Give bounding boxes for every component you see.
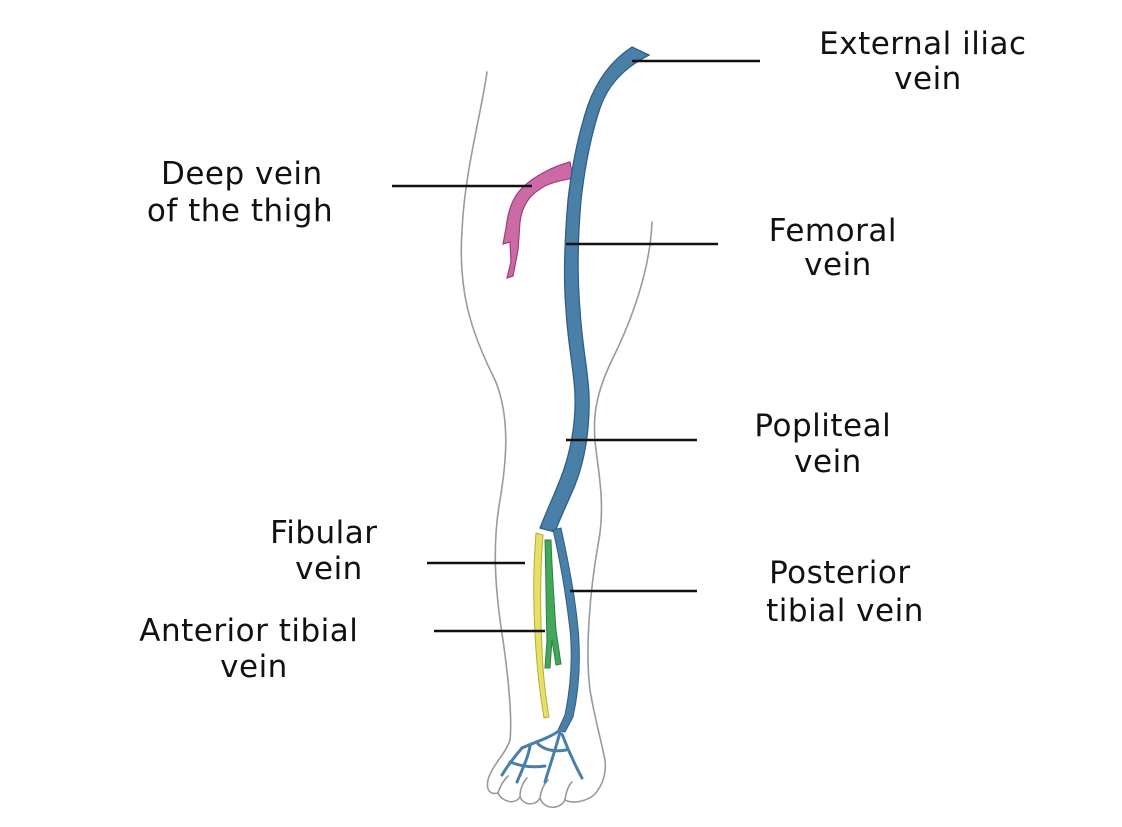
label-fibular-vein: Fibular vein	[270, 515, 388, 587]
leg-outline-medial	[587, 221, 653, 761]
label-anterior-tibial-vein: Anterior tibial vein	[139, 613, 369, 685]
toe-line-3	[539, 779, 549, 799]
foot-vein-branch	[500, 746, 524, 777]
main-vein-trunk	[539, 46, 651, 533]
deep-thigh-vein-shape	[502, 161, 574, 279]
posterior-tibial-vein-shape	[552, 527, 580, 733]
label-deep-vein-of-the-thigh: Deep vein of the thigh	[147, 156, 333, 229]
foot-vein-branch	[543, 730, 562, 784]
anterior-tibial-vein-shape	[544, 539, 562, 669]
label-femoral-vein: Femoral vein	[769, 213, 908, 283]
toe-line-4	[564, 781, 573, 801]
toe-line-2	[519, 777, 528, 798]
label-external-iliac-vein: External iliac vein	[819, 26, 1037, 97]
foot-outline	[486, 739, 607, 809]
fibular-vein-shape	[533, 532, 550, 719]
foot-vein-branch	[508, 760, 547, 769]
leader-lines	[392, 59, 760, 633]
veins	[500, 46, 651, 784]
leg-outline	[460, 71, 653, 809]
foot-vein-branch	[560, 732, 584, 780]
foot-vein-branch	[520, 728, 562, 750]
foot-vein-branch	[515, 744, 532, 784]
labels: External iliac vein Deep vein of the thi…	[139, 26, 1037, 685]
toe-line-1	[497, 775, 509, 794]
label-popliteal-vein: Popliteal vein	[754, 408, 901, 480]
foot-venous-network	[500, 728, 584, 784]
label-posterior-tibial-vein: Posterior tibial vein	[766, 555, 924, 629]
foot-vein-branch	[536, 742, 568, 753]
leg-outline-lateral	[460, 71, 512, 741]
